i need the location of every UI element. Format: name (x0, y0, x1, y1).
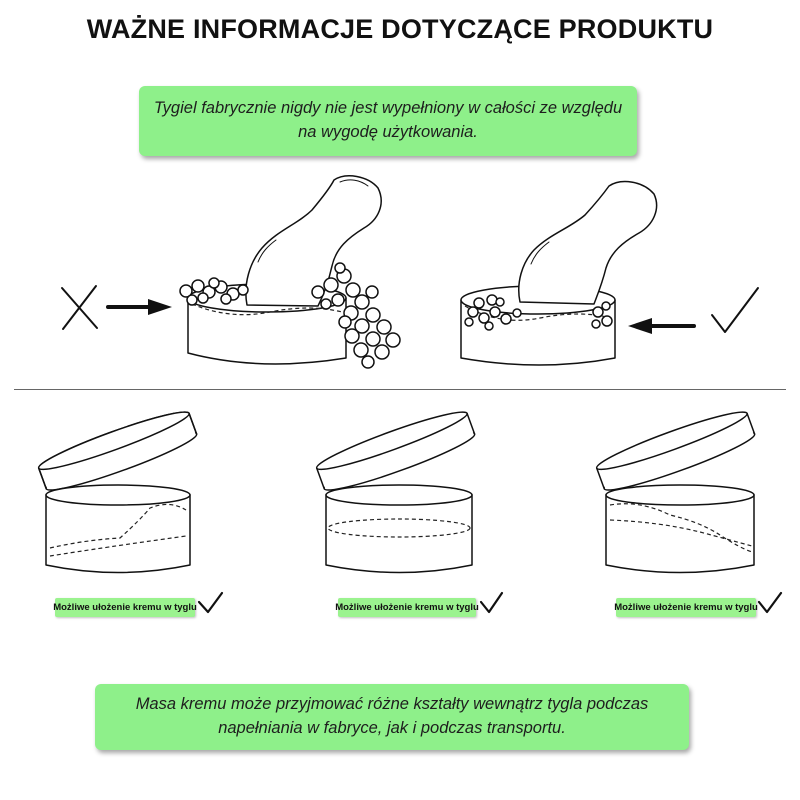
info-note-top: Tygiel fabrycznie nigdy nie jest wypełni… (139, 86, 637, 156)
cream-bubbles-inside (464, 294, 613, 331)
info-note-bottom: Masa kremu może przyjmować różne kształt… (95, 684, 689, 750)
arrow-right-icon (106, 299, 172, 315)
hand-illustration-2 (518, 180, 658, 305)
jar-caption-1: Możliwe ułożenie kremu w tyglu (53, 598, 197, 617)
section-divider (14, 389, 786, 390)
arrow-left-icon (628, 318, 696, 334)
check-mark-icon (479, 591, 504, 614)
open-jar-1 (37, 411, 198, 574)
open-jar-2 (315, 411, 476, 574)
jar-caption-2: Możliwe ułożenie kremu w tyglu (335, 598, 479, 617)
cross-mark-icon (61, 285, 98, 330)
page-title: WAŻNE INFORMACJE DOTYCZĄCE PRODUKTU (86, 14, 714, 44)
open-jar-3 (595, 411, 756, 574)
jar-caption-3: Możliwe ułożenie kremu w tyglu (614, 598, 758, 617)
check-mark-icon (711, 287, 759, 333)
cream-bubbles-overflow (179, 262, 401, 369)
hand-illustration (245, 175, 382, 307)
check-mark-icon (197, 591, 224, 614)
check-mark-icon (757, 591, 783, 614)
